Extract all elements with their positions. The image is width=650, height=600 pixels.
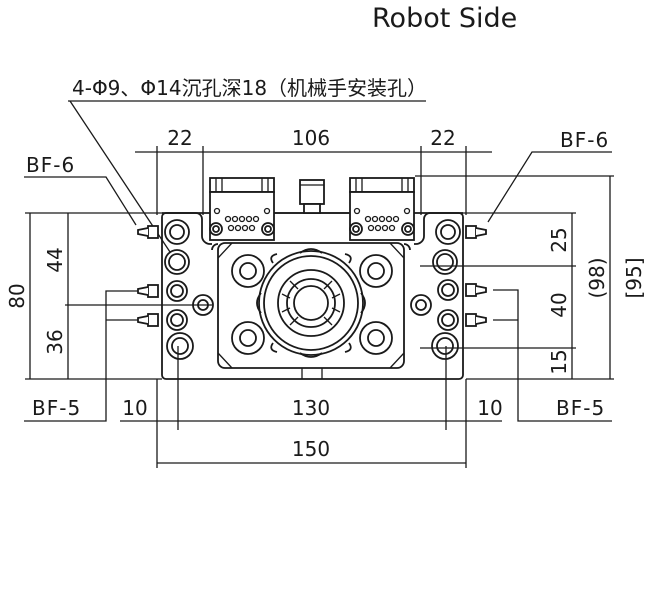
- dim-top-middle: 106: [292, 126, 330, 150]
- mounting-hole: [359, 254, 393, 288]
- barb-fitting: [137, 225, 159, 239]
- mounting-hole-note: 4-Φ9、Φ14沉孔深18（机械手安装孔）: [72, 76, 427, 100]
- robot-mounting-holes: [231, 254, 393, 355]
- label-leaders: [24, 151, 612, 422]
- label-bf6-left: BF-6: [26, 153, 75, 177]
- barb-fitting: [465, 225, 487, 239]
- dim-bottom-middle: 130: [292, 396, 330, 420]
- signal-connector-right: [349, 177, 415, 241]
- dim-bottom-left: 10: [122, 396, 147, 420]
- label-bf5-right: BF-5: [556, 396, 605, 420]
- dim-bottom-overall: 150: [292, 437, 330, 461]
- dim-right-ref-98: (98): [585, 257, 609, 298]
- barb-fitting: [137, 284, 159, 298]
- dim-right-lower: 15: [547, 349, 571, 374]
- dim-left-overall: 80: [5, 283, 29, 308]
- left-fittings: [137, 225, 159, 327]
- barb-fitting: [465, 313, 487, 327]
- dim-right-ref-95: [95]: [622, 257, 646, 298]
- barb-fitting: [137, 313, 159, 327]
- mounting-hole: [231, 321, 265, 355]
- dimension-lines: [25, 146, 614, 468]
- barb-fitting: [465, 283, 487, 297]
- mounting-hole: [359, 321, 393, 355]
- label-bf6-right: BF-6: [560, 128, 609, 152]
- central-coupling: [256, 248, 366, 358]
- drawing-title: Robot Side: [372, 3, 517, 34]
- right-fittings: [465, 225, 487, 327]
- dim-left-lower: 36: [43, 329, 67, 354]
- mounting-hole: [231, 254, 265, 288]
- center-sensor: [299, 179, 325, 214]
- dim-top-right: 22: [430, 126, 455, 150]
- dim-left-upper: 44: [43, 247, 67, 272]
- signal-connector-left: [209, 177, 275, 241]
- dim-right-middle: 40: [547, 292, 571, 317]
- dim-top-left: 22: [167, 126, 192, 150]
- dim-bottom-right: 10: [477, 396, 502, 420]
- left-port-column: [164, 219, 214, 360]
- right-port-column: [410, 219, 461, 360]
- dim-right-upper: 25: [547, 227, 571, 252]
- label-bf5-left: BF-5: [32, 396, 81, 420]
